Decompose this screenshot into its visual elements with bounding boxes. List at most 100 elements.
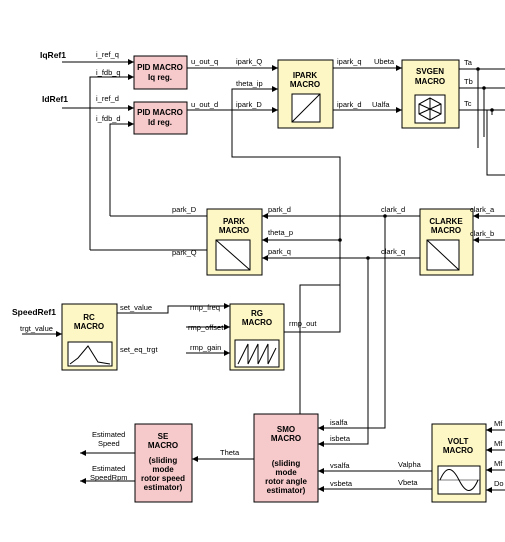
svg-text:u_out_q: u_out_q (191, 57, 218, 66)
pid-id-block: PID MACRO Id reg. (133, 101, 188, 135)
wires (22, 59, 505, 493)
sine-wave-icon (437, 465, 481, 495)
svg-text:Tb: Tb (464, 77, 473, 86)
rg-title: RG (251, 309, 263, 318)
svg-text:i_fdb_d: i_fdb_d (96, 114, 121, 123)
svg-text:ipark_q: ipark_q (337, 57, 362, 66)
svg-text:SpeedRpm: SpeedRpm (90, 473, 128, 482)
svg-text:Mf: Mf (494, 439, 503, 448)
svg-text:Do: Do (494, 479, 504, 488)
svg-text:rmp_gain: rmp_gain (190, 343, 221, 352)
svg-text:Ubeta: Ubeta (374, 57, 395, 66)
svg-text:vsalfa: vsalfa (330, 461, 350, 470)
ipark-subtitle: MACRO (290, 80, 320, 89)
svg-text:Estimated: Estimated (92, 464, 125, 473)
svg-text:isalfa: isalfa (330, 418, 348, 427)
svg-text:theta_ip: theta_ip (236, 79, 263, 88)
wire-tc-drop (486, 110, 505, 176)
smo-block: SMO MACRO (sliding mode rotor angle esti… (253, 413, 319, 503)
svg-text:vsbeta: vsbeta (330, 479, 353, 488)
svgen-title: SVGEN (416, 67, 444, 76)
svg-text:park_Q: park_Q (172, 248, 197, 257)
se-block: SE MACRO (sliding mode rotor speed estim… (134, 423, 193, 503)
junctions (338, 67, 494, 260)
wire-isbeta (318, 258, 369, 447)
svg-text:park_q: park_q (268, 247, 291, 256)
svg-text:ipark_Q: ipark_Q (236, 57, 262, 66)
svg-text:mode: mode (152, 465, 174, 474)
rc-title: RC (83, 313, 95, 322)
svg-text:Estimated: Estimated (92, 430, 125, 439)
svg-text:rmp_out: rmp_out (289, 319, 317, 328)
svgen-subtitle: MACRO (415, 77, 445, 86)
pid-id-subtitle: Id reg. (148, 118, 172, 127)
wire-fdb-q (89, 74, 134, 250)
wire-fdb-d (109, 121, 134, 216)
svg-text:i_fdb_q: i_fdb_q (96, 68, 121, 77)
se-title: SE (158, 432, 169, 441)
svg-text:ipark_d: ipark_d (337, 100, 362, 109)
svg-text:park_D: park_D (172, 205, 197, 214)
svg-text:Speed: Speed (98, 439, 120, 448)
wire-smo-theta-up (299, 240, 341, 414)
smo-subtitle: MACRO (271, 434, 301, 443)
volt-subtitle: MACRO (443, 446, 473, 455)
svg-text:clark_q: clark_q (381, 247, 405, 256)
park-title: PARK (223, 217, 245, 226)
svg-text:Theta: Theta (220, 448, 240, 457)
svg-text:set_eq_trgt: set_eq_trgt (120, 345, 158, 354)
volt-title: VOLT (448, 437, 469, 446)
smo-title: SMO (277, 425, 295, 434)
svg-text:mode: mode (275, 468, 297, 477)
speedref-label: SpeedRef1 (12, 307, 56, 317)
ipark-title: IPARK (293, 71, 318, 80)
svg-text:theta_p: theta_p (268, 228, 293, 237)
se-subtitle: MACRO (148, 441, 178, 450)
svg-text:Valpha: Valpha (398, 460, 422, 469)
clarke-subtitle: MACRO (431, 226, 461, 235)
park-block: PARK MACRO (206, 208, 263, 276)
svg-text:i_ref_d: i_ref_d (96, 94, 119, 103)
wire-theta-ip (231, 86, 341, 240)
ramp-icon (67, 341, 113, 367)
hexagon-icon (414, 94, 446, 124)
svg-text:ipark_D: ipark_D (236, 100, 262, 109)
wire-setvalue (117, 303, 230, 314)
svg-text:park_d: park_d (268, 205, 291, 214)
signal-labels: i_ref_q i_fdb_q i_ref_d i_fdb_d u_out_q … (20, 50, 504, 488)
svg-text:Mf: Mf (494, 459, 503, 468)
svg-text:estimator): estimator) (144, 483, 183, 492)
wire-isalfa (318, 216, 386, 431)
svg-text:rotor speed: rotor speed (141, 474, 185, 483)
svg-text:i_ref_q: i_ref_q (96, 50, 119, 59)
svg-text:rmp_freq: rmp_freq (190, 303, 220, 312)
rg-subtitle: MACRO (242, 318, 272, 327)
svg-text:trgt_value: trgt_value (20, 324, 53, 333)
iqref-label: IqRef1 (40, 50, 66, 60)
svg-text:Tc: Tc (464, 99, 472, 108)
svg-text:isbeta: isbeta (330, 434, 351, 443)
rc-subtitle: MACRO (74, 322, 104, 331)
svg-text:clark_b: clark_b (470, 229, 494, 238)
volt-block: VOLT MACRO (431, 423, 487, 503)
svg-text:rotor angle: rotor angle (265, 477, 307, 486)
pid-iq-block: PID MACRO Iq reg. (133, 55, 188, 90)
svg-text:estimator): estimator) (267, 486, 306, 495)
svgen-block: SVGEN MACRO (401, 59, 460, 129)
svg-text:(sliding: (sliding (272, 459, 301, 468)
svg-text:Ualfa: Ualfa (372, 100, 390, 109)
svg-text:set_value: set_value (120, 303, 152, 312)
pid-id-title: PID MACRO (137, 108, 183, 117)
clarke-block: CLARKE MACRO (419, 208, 474, 276)
pid-iq-subtitle: Iq reg. (148, 73, 172, 82)
idref-label: IdRef1 (42, 94, 68, 104)
pid-iq-title: PID MACRO (137, 63, 183, 72)
svg-text:rmp_offset: rmp_offset (188, 323, 224, 332)
rc-block: RC MACRO (61, 303, 118, 371)
svg-text:clark_d: clark_d (381, 205, 405, 214)
svg-text:(sliding: (sliding (149, 456, 178, 465)
sawtooth-icon (234, 339, 280, 368)
rg-block: RG MACRO (229, 303, 285, 371)
svg-text:Mf: Mf (494, 419, 503, 428)
